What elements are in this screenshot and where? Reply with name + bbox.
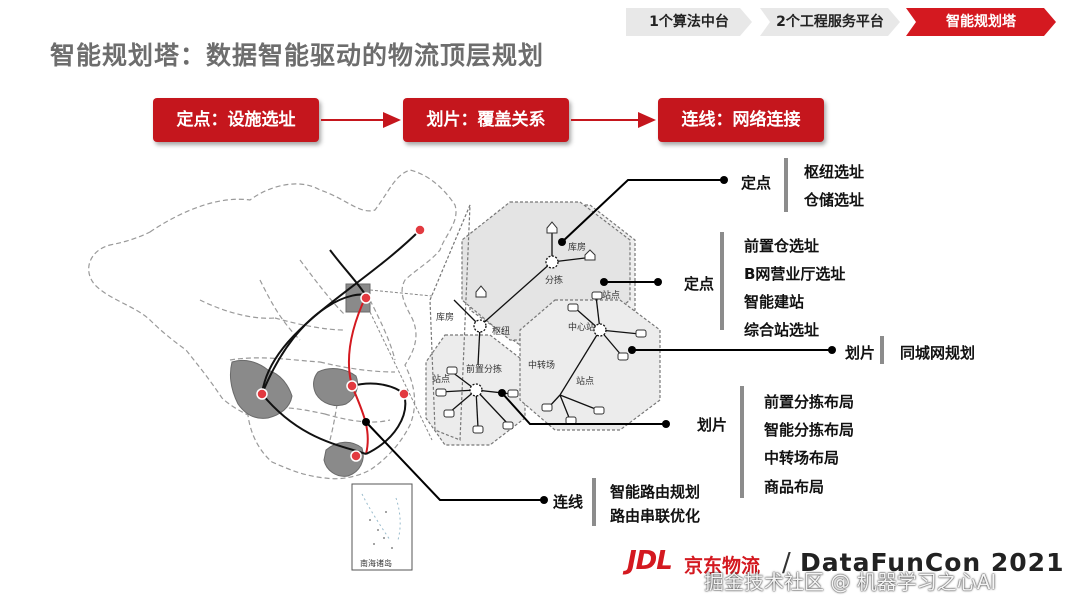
jdl-logo: JDL	[627, 546, 673, 576]
south-china-sea-inset	[351, 483, 413, 571]
node-station-bottom: 站点	[576, 375, 594, 387]
item-front-sort-layout: 前置分拣布局	[764, 393, 855, 411]
map-routes	[261, 229, 421, 455]
node-center-station: 中心站	[568, 321, 595, 333]
node-warehouse-left: 库房	[436, 311, 454, 323]
map-nodes	[256, 224, 426, 462]
map-node-wuhan	[346, 380, 358, 392]
item-smart-station: 智能建站	[744, 293, 805, 311]
item-front-warehouse: 前置仓选址	[744, 237, 820, 255]
leader-lianxian	[365, 421, 544, 501]
jd-logistics-logo: 京东物流	[684, 555, 761, 577]
node-hub: 枢纽	[492, 325, 510, 337]
bar-dingdian-2	[720, 232, 724, 330]
label-dingdian-1: 定点	[741, 174, 772, 192]
item-smart-sort-layout: 智能分拣布局	[764, 421, 855, 439]
item-smart-routing: 智能路由规划	[610, 483, 701, 501]
map-node-beijing	[360, 292, 372, 304]
node-station-left: 站点	[432, 373, 450, 385]
flow-step-dingdian: 定点：设施选址	[153, 98, 319, 142]
breadcrumb-step-3[interactable]: 智能规划塔	[906, 8, 1056, 36]
label-huapian-2: 划片	[697, 416, 728, 434]
map-node-chengdu	[256, 388, 268, 400]
map-node-northeast	[414, 224, 426, 236]
node-warehouse-top: 库房	[568, 241, 586, 253]
watermark: 掘金技术社区 @ 机器学习之心AI	[704, 570, 997, 594]
page-title: 智能规划塔：数据智能驱动的物流顶层规划	[50, 41, 545, 70]
logo-divider: /	[782, 548, 791, 578]
flow-step-lianxian: 连线：网络连接	[658, 98, 824, 142]
item-warehouse-site: 仓储选址	[804, 191, 865, 209]
item-route-optimize: 路由串联优化	[610, 507, 701, 525]
node-front-sort: 前置分拣	[466, 363, 502, 375]
label-huapian-1: 划片	[845, 344, 876, 362]
leader-dingdian-1	[561, 179, 724, 243]
breadcrumb-step-2[interactable]: 2个工程服务平台	[760, 8, 900, 36]
bar-huapian-1	[880, 336, 884, 364]
bar-dingdian-1	[784, 158, 788, 212]
flow-step-huapian: 划片：覆盖关系	[403, 98, 569, 142]
china-map	[88, 169, 457, 480]
item-combined-station: 综合站选址	[744, 321, 820, 339]
node-station-right: 站点	[602, 289, 620, 301]
station-icon	[435, 291, 647, 434]
item-goods-layout: 商品布局	[764, 478, 825, 496]
breadcrumb-step-1[interactable]: 1个算法中台	[626, 8, 752, 36]
inset-label: 南海诸岛	[360, 558, 392, 568]
item-hub-site: 枢纽选址	[804, 163, 865, 181]
item-city-network: 同城网规划	[900, 344, 976, 362]
warehouse-icon	[475, 221, 596, 298]
label-dingdian-2: 定点	[684, 275, 715, 293]
node-sorting: 分拣	[545, 274, 563, 286]
bar-huapian-2	[740, 386, 744, 498]
item-transfer-layout: 中转场布局	[764, 449, 840, 467]
bar-lianxian	[592, 478, 596, 526]
leader-huapian-2	[501, 392, 666, 425]
datafuncon-logo: DataFunCon 2021	[800, 548, 1065, 577]
label-lianxian: 连线	[553, 493, 584, 511]
region-central	[313, 368, 359, 407]
node-transfer: 中转场	[528, 359, 555, 371]
map-node-shanghai	[398, 388, 410, 400]
map-node-guangzhou	[350, 450, 362, 462]
item-bnet-hall: B网营业厅选址	[744, 265, 846, 283]
